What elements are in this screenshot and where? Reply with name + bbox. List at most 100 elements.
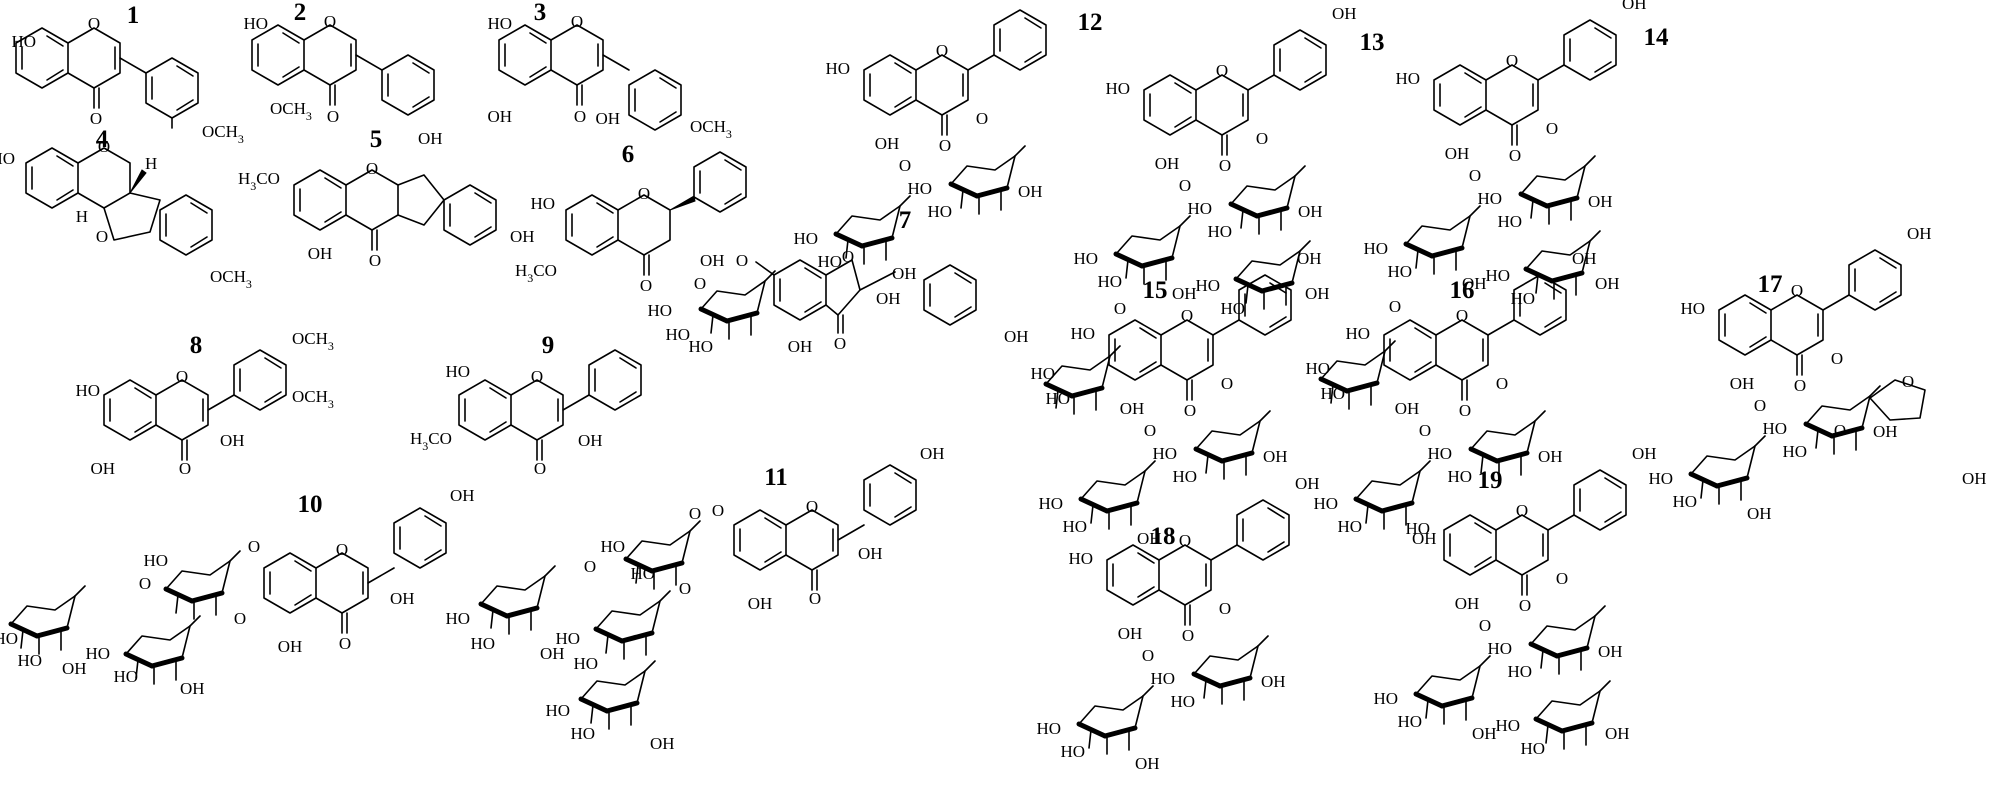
- compound-number: 13: [1360, 29, 1385, 56]
- bond: [1547, 514, 1575, 531]
- atom-label: O: [1144, 421, 1156, 440]
- atom-label: O: [571, 12, 583, 31]
- rhamnose-unit: [1691, 436, 1765, 504]
- atom-label: O: [1509, 146, 1521, 165]
- atom-label: OH: [876, 289, 901, 308]
- atom-label: HO: [1220, 299, 1245, 318]
- glucose-unit: [951, 146, 1025, 214]
- atom-label: O: [899, 156, 911, 175]
- atom-label: OH: [487, 107, 512, 126]
- atom-label: O: [248, 537, 260, 556]
- atom-label: HO: [1062, 517, 1087, 536]
- atom-label: HO: [1150, 669, 1175, 688]
- rhamnose-unit: [1116, 216, 1190, 284]
- atom-label: HO: [817, 252, 842, 271]
- compound-number: 2: [294, 0, 307, 26]
- atom-label: O: [1142, 646, 1154, 665]
- atom-label: OH: [1052, 0, 1077, 3]
- phenyl-ring: [1563, 19, 1617, 81]
- chromone-core: [263, 552, 369, 634]
- compound-number: 10: [298, 491, 323, 518]
- atom-label: HO: [1036, 719, 1061, 738]
- bond: [967, 54, 995, 71]
- atom-label: H3CO: [515, 261, 557, 285]
- atom-label: OH: [308, 244, 333, 263]
- atom-label: HO: [0, 629, 18, 648]
- atom-label: HO: [573, 654, 598, 673]
- atom-label: HO: [1195, 276, 1220, 295]
- glucose-unit: [1521, 156, 1595, 224]
- atom-label: HO: [1680, 299, 1705, 318]
- bond: [1247, 74, 1275, 91]
- atom-label: OH: [1137, 529, 1162, 548]
- atom-label: O: [1184, 401, 1196, 420]
- atom-label: OH: [1297, 249, 1322, 268]
- bond: [1537, 64, 1565, 81]
- bond: [77, 192, 131, 209]
- atom-label: HO: [1485, 266, 1510, 285]
- compound-number: 18: [1151, 523, 1176, 550]
- atom-label: OH: [1263, 447, 1288, 466]
- atom-label: HO: [570, 724, 595, 743]
- atom-label: O: [1456, 306, 1468, 325]
- atom-label: HO: [85, 644, 110, 663]
- glucose-unit: [1531, 606, 1605, 674]
- bond: [397, 174, 445, 226]
- atom-label: O: [936, 41, 948, 60]
- compound-number: 17: [1758, 271, 1783, 298]
- phenyl-ring: [381, 54, 435, 116]
- chromone-core: [1443, 514, 1549, 596]
- atom-label: HO: [545, 701, 570, 720]
- atom-label: HO: [1395, 69, 1420, 88]
- atom-label: HO: [1152, 444, 1177, 463]
- stereo-wedge: [669, 195, 696, 211]
- atom-label: HO: [143, 551, 168, 570]
- rhamnose-unit: [481, 566, 555, 634]
- atom-label: O: [1754, 396, 1766, 415]
- atom-label: HO: [0, 149, 15, 168]
- bond: [103, 192, 161, 241]
- compound-number: 16: [1450, 277, 1475, 304]
- phenyl-ring: [923, 264, 977, 326]
- atom-label: OH: [650, 734, 675, 753]
- phenyl-ring: [628, 69, 682, 131]
- atom-label: HO: [1170, 692, 1195, 711]
- atom-label: O: [96, 227, 108, 246]
- atom-label: OH: [450, 486, 475, 505]
- atom-label: HO: [1030, 364, 1055, 383]
- atom-label: O: [1219, 156, 1231, 175]
- atom-label: OH: [1747, 504, 1772, 523]
- atom-label: HO: [11, 32, 36, 51]
- rhamnose-unit: [1081, 461, 1155, 529]
- atom-label: O: [1791, 281, 1803, 300]
- atom-label: O: [88, 14, 100, 33]
- atom-label: OCH3: [292, 329, 334, 353]
- atom-label: O: [1221, 374, 1233, 393]
- compound-number: 1: [127, 2, 140, 29]
- atom-label: OH: [748, 594, 773, 613]
- atom-label: O: [1182, 626, 1194, 645]
- atom-label: HO: [1495, 716, 1520, 735]
- bond: [837, 524, 865, 541]
- compound-number: 9: [542, 332, 555, 359]
- atom-label: OH: [1538, 447, 1563, 466]
- atom-label: O: [584, 557, 596, 576]
- atom-label: O: [574, 107, 586, 126]
- atom-label: OCH3: [202, 122, 244, 146]
- compound-number: 5: [370, 126, 383, 153]
- atom-label: HO: [555, 629, 580, 648]
- atom-label: OCH3: [270, 99, 312, 123]
- atom-label: HO: [1427, 444, 1452, 463]
- phenyl-ring: [233, 349, 287, 411]
- atom-label: HO: [1487, 639, 1512, 658]
- atom-label: O: [327, 107, 339, 126]
- atom-label: O: [369, 251, 381, 270]
- glucose-unit: [596, 591, 670, 659]
- atom-label: HO: [1387, 262, 1412, 281]
- bond: [355, 54, 383, 71]
- atom-label: O: [712, 501, 724, 520]
- bond: [1869, 379, 1926, 421]
